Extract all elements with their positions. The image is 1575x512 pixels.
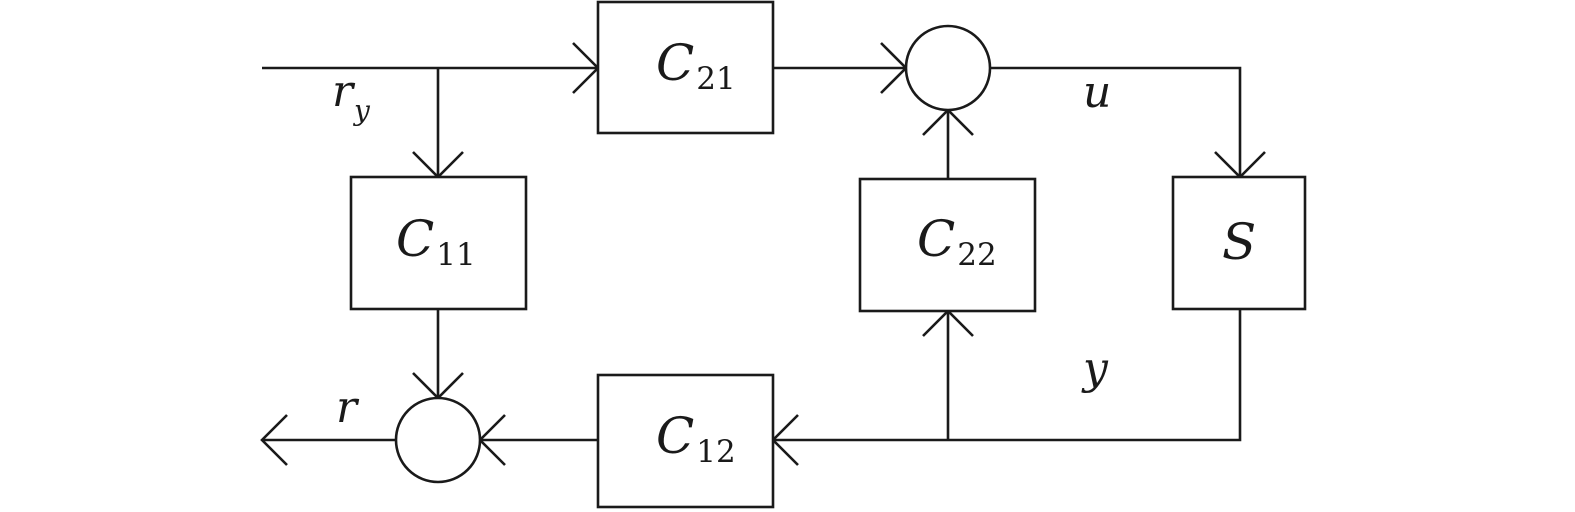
summing-junction-top (904, 24, 992, 112)
signal-ry-label: ry (332, 66, 371, 127)
block-c21-label: C21 (656, 34, 736, 97)
signal-y-label: y (1081, 343, 1109, 394)
arrow-r-output (260, 414, 288, 466)
block-s: S (1171, 175, 1307, 311)
block-s-label: S (1222, 213, 1256, 271)
block-c22: C22 (858, 177, 1037, 313)
signal-r-label: r (336, 382, 360, 433)
y-line (773, 309, 1242, 442)
block-c11: C11 (349, 175, 528, 311)
block-c12-label: C12 (656, 407, 736, 470)
block-c11-label: C11 (396, 210, 476, 273)
u-line (990, 66, 1242, 177)
signal-u-label: u (1083, 67, 1111, 118)
block-c21: C21 (596, 0, 775, 135)
summing-junction-bottom (394, 396, 482, 484)
block-c22-label: C22 (917, 210, 997, 273)
block-c12: C12 (596, 373, 775, 509)
